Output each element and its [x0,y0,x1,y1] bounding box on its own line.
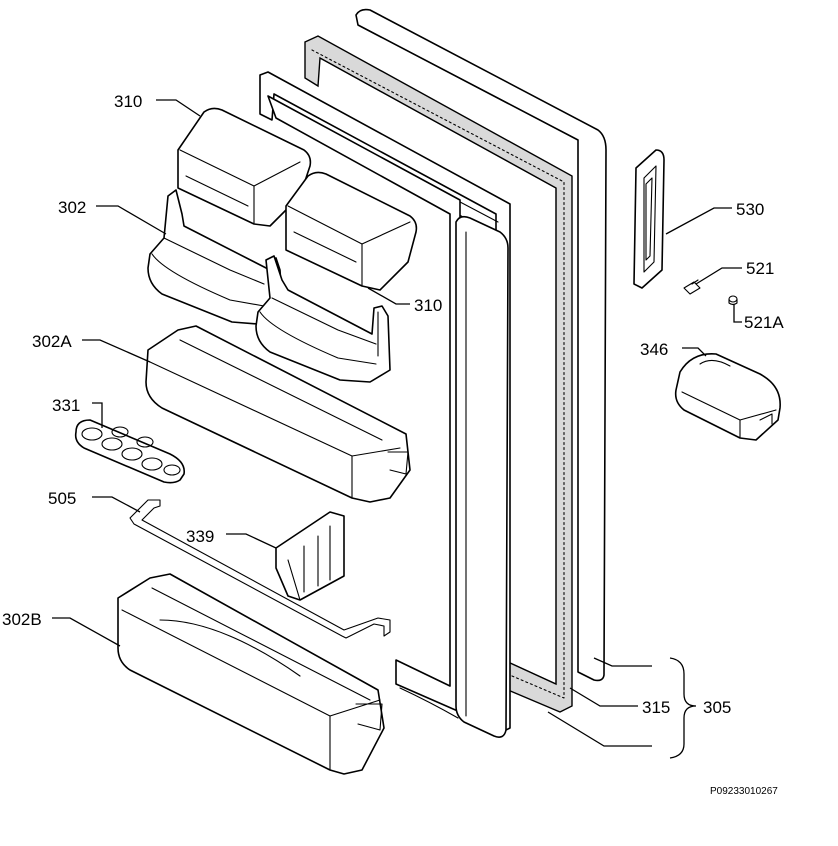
door-shelf-302a [145,325,411,503]
door-shelf-302-left [147,189,283,325]
label-310-right: 310 [414,296,442,315]
door-outer-panel [355,8,607,682]
bottle-retainer-rail-505 [129,499,391,639]
dairy-compartment-cover-right [285,171,418,291]
label-315: 315 [642,698,670,717]
label-521a: 521A [744,313,784,332]
label-339: 339 [186,527,214,546]
label-310-top: 310 [114,92,142,111]
label-302a: 302A [32,332,72,351]
cap-521a [728,295,738,306]
door-handle-530 [633,149,665,289]
label-530: 530 [736,200,764,219]
leader-lines [52,99,742,759]
door-inner-liner [267,95,509,738]
label-305: 305 [703,698,731,717]
label-521: 521 [746,259,774,278]
screw-521 [683,279,701,295]
label-331: 331 [52,396,80,415]
drawing-code: P09233010267 [710,786,778,797]
door-shelf-302-right [255,255,391,383]
bottle-divider-339 [275,511,345,601]
label-302b: 302B [2,610,42,629]
butter-compartment-346 [674,353,781,441]
label-302: 302 [58,198,86,217]
label-346: 346 [640,340,668,359]
label-505: 505 [48,489,76,508]
part-labels: 310 302 310 302A 331 505 339 302B 530 52… [2,92,784,797]
door-shelf-302b [117,573,385,775]
egg-tray-331 [74,419,186,484]
